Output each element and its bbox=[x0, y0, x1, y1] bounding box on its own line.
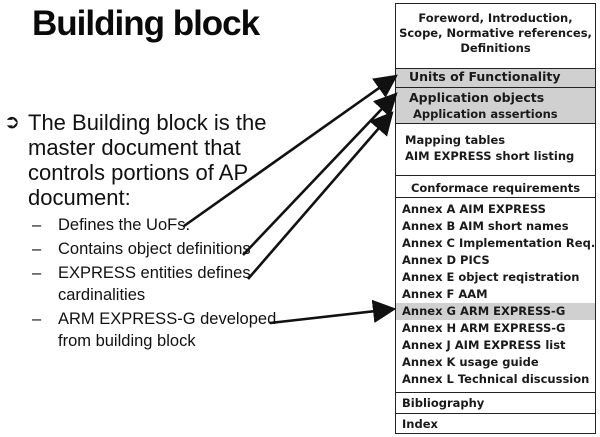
sub-bullet-line: Defines the UoFs. bbox=[58, 216, 191, 234]
dash-icon: – bbox=[32, 216, 42, 234]
section-conformance: Conformace requirements bbox=[396, 175, 595, 197]
dash-icon: – bbox=[32, 310, 42, 328]
dash-icon: – bbox=[32, 264, 42, 282]
main-bullet-line: The Building block is the bbox=[28, 110, 267, 135]
sub-bullet-arm-express-g: – ARM EXPRESS-G developed from building … bbox=[30, 308, 276, 352]
slide-title: Building block bbox=[32, 4, 260, 43]
section-front-matter: Foreword, Introduction, Scope, Normative… bbox=[396, 4, 595, 68]
front-matter-line: Definitions bbox=[460, 41, 531, 55]
section-index: Index bbox=[396, 413, 595, 433]
sub-bullet-line: EXPRESS entities defines bbox=[58, 264, 251, 282]
sub-bullet-line: Contains object definitions bbox=[58, 240, 251, 258]
application-objects-label: Application objects bbox=[409, 90, 545, 105]
annex-item-highlighted: Annex G ARM EXPRESS-G bbox=[402, 304, 566, 318]
document-structure-box: Foreword, Introduction, Scope, Normative… bbox=[395, 3, 596, 434]
sub-bullet-line: ARM EXPRESS-G developed bbox=[58, 310, 277, 328]
main-bullet-line: controls portions of AP bbox=[28, 160, 249, 185]
main-bullet-line: document: bbox=[28, 185, 131, 210]
mapping-line: AIM EXPRESS short listing bbox=[405, 149, 575, 163]
sub-bullet-express-entities: – EXPRESS entities defines cardinalities bbox=[30, 262, 276, 306]
arrow-bullet-icon: ➲ bbox=[4, 112, 20, 133]
annex-item: Annex E object reqistration bbox=[402, 270, 580, 284]
annex-item: Annex K usage guide bbox=[402, 355, 539, 369]
conformance-label: Conformace requirements bbox=[410, 181, 581, 195]
dash-icon: – bbox=[32, 240, 42, 258]
index-label: Index bbox=[402, 417, 438, 431]
bibliography-label: Bibliography bbox=[402, 396, 485, 410]
sub-bullet-uofs: – Defines the UoFs. bbox=[30, 214, 276, 236]
section-units-of-functionality: Units of Functionality bbox=[396, 68, 595, 87]
annex-item: Annex F AAM bbox=[402, 287, 488, 301]
sub-bullet-objects: – Contains object definitions bbox=[30, 238, 276, 260]
annex-item: Annex B AIM short names bbox=[402, 219, 569, 233]
application-assertions-label: Application assertions bbox=[413, 107, 558, 121]
main-bullet: ➲ The Building block is the master docum… bbox=[2, 110, 302, 210]
annex-item: Annex L Technical discussion bbox=[402, 372, 590, 386]
bullet-list: ➲ The Building block is the master docum… bbox=[2, 110, 302, 350]
sub-bullet-list: – Defines the UoFs. – Contains object de… bbox=[30, 214, 276, 352]
section-annexes: Annex A AIM EXPRESS Annex B AIM short na… bbox=[396, 197, 595, 392]
annex-item: Annex H ARM EXPRESS-G bbox=[402, 321, 566, 335]
annex-item: Annex A AIM EXPRESS bbox=[402, 202, 546, 216]
sub-bullet-line: from building block bbox=[58, 332, 196, 350]
section-application-objects: Application objects Application assertio… bbox=[396, 87, 595, 123]
front-matter-line: Foreword, Introduction, bbox=[418, 11, 573, 25]
units-of-functionality-label: Units of Functionality bbox=[409, 69, 561, 84]
annex-item: Annex C Implementation Req. bbox=[402, 236, 596, 250]
annex-g-highlight bbox=[396, 303, 595, 320]
annex-item: Annex J AIM EXPRESS list bbox=[402, 338, 566, 352]
sub-bullet-line: cardinalities bbox=[58, 286, 146, 304]
arrow-arm-to-annex-g bbox=[269, 299, 397, 325]
main-bullet-line: master document that bbox=[28, 135, 241, 160]
section-bibliography: Bibliography bbox=[396, 392, 595, 413]
section-mapping: Mapping tables AIM EXPRESS short listing bbox=[396, 123, 595, 175]
front-matter-line: Scope, Normative references, bbox=[399, 26, 592, 40]
mapping-line: Mapping tables bbox=[405, 133, 506, 147]
annex-item: Annex D PICS bbox=[402, 253, 490, 267]
